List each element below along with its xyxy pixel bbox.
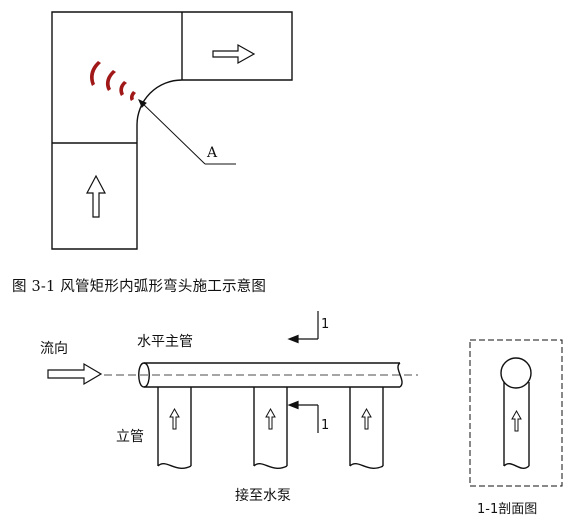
- flow-arrow-icon: [47, 362, 103, 386]
- section-cut-markers: [287, 311, 319, 433]
- horizontal-main-pipe: [138, 362, 403, 388]
- elbow-diagram: [51, 11, 293, 250]
- up-arrow-icon: [86, 174, 106, 218]
- riser-pipes: [157, 387, 384, 469]
- section-number-top: 1: [321, 317, 330, 332]
- up-arrow-icon: [361, 407, 372, 430]
- elbow-outline: [51, 11, 293, 250]
- section-view-title: 1-1剖面图: [477, 502, 538, 517]
- up-arrow-icon: [511, 409, 522, 432]
- label-a: A: [207, 145, 218, 161]
- section-view-pipe: [500, 357, 532, 469]
- flow-direction-label: 流向: [40, 341, 68, 357]
- section-number-bottom: 1: [321, 418, 330, 433]
- figure1-caption: 图 3-1 风管矩形内弧形弯头施工示意图: [12, 279, 267, 295]
- pump-connection-label: 接至水泵: [235, 488, 291, 504]
- riser-label: 立管: [116, 429, 144, 445]
- riser-up-arrows: [169, 407, 372, 430]
- main-pipe-label: 水平主管: [137, 334, 193, 350]
- up-arrow-icon: [265, 407, 276, 430]
- up-arrow-icon: [169, 407, 180, 430]
- arc-wave-marks: [90, 61, 136, 101]
- section-view-frame: [469, 339, 563, 487]
- leader-line-a: [138, 99, 236, 165]
- right-arrow-icon: [212, 43, 256, 65]
